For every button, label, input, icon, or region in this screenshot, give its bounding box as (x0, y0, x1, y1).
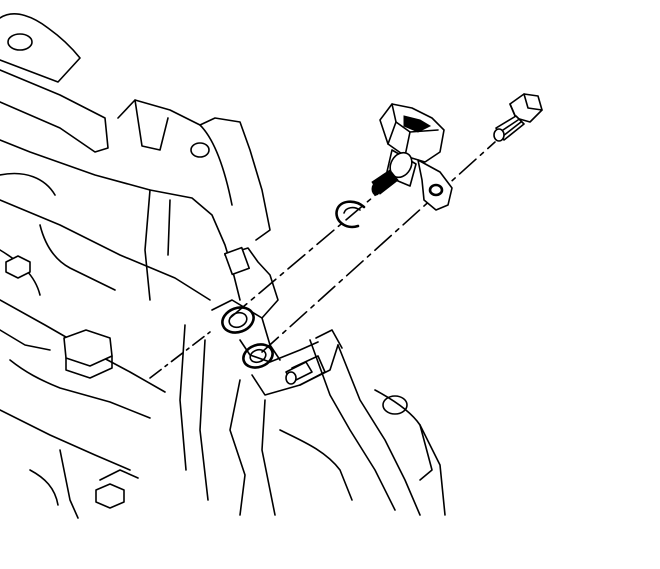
mounting-bolt (493, 93, 543, 142)
bolt-hole (242, 343, 274, 369)
o-ring-seal (335, 200, 366, 229)
sensor-bore (221, 306, 255, 334)
speed-sensor (371, 103, 453, 211)
sensor-mount-boss (211, 246, 446, 516)
stud (285, 361, 313, 385)
transmission-housing (0, 13, 271, 519)
